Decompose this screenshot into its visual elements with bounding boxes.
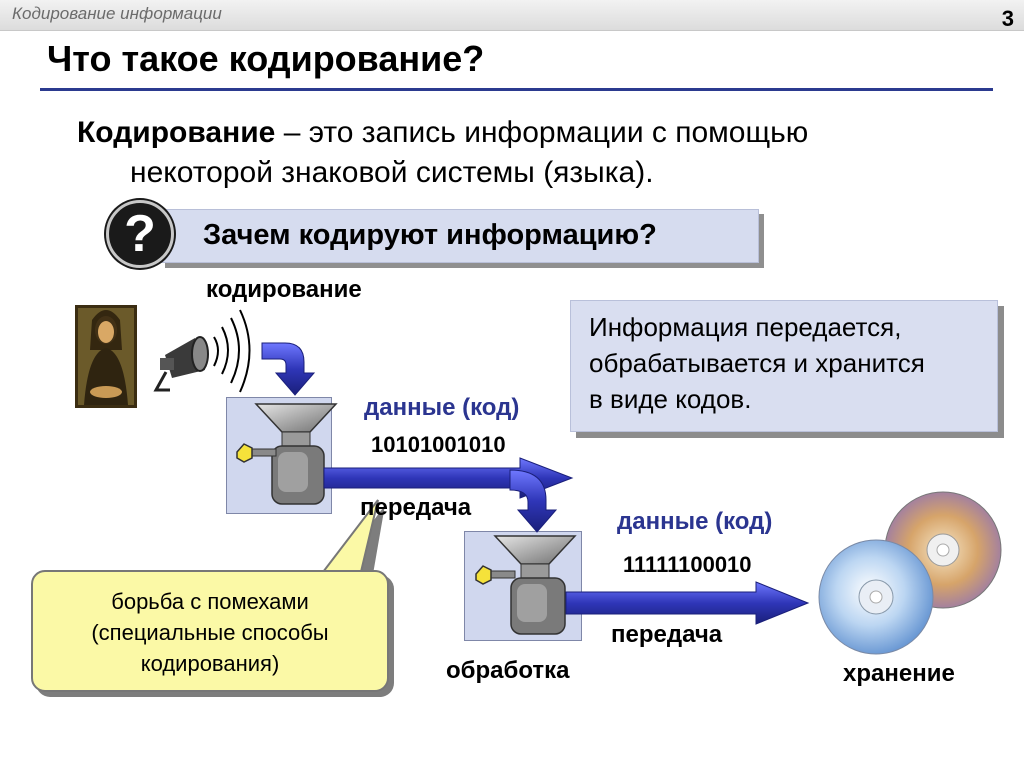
info-box: Информация передается, обрабатывается и … xyxy=(570,300,998,432)
disc-icon xyxy=(819,492,1001,654)
encoder-machine-icon xyxy=(237,404,336,504)
code-value-1: 10101001010 xyxy=(371,432,506,458)
encoding-label: кодирование xyxy=(206,276,362,304)
info-line-3: в виде кодов. xyxy=(589,382,751,416)
transfer-label-1: передача xyxy=(360,494,471,522)
callout-line-2: (специальные способы xyxy=(33,617,387,648)
painting-icon xyxy=(75,305,137,408)
transfer-arrow-2 xyxy=(566,582,808,624)
input-arrow xyxy=(262,343,314,395)
data-label-2: данные (код) xyxy=(617,508,772,536)
callout-line-3: кодирования) xyxy=(33,648,387,679)
loudspeaker-icon xyxy=(156,310,250,392)
callout-line-1: борьба с помехами xyxy=(33,586,387,617)
storage-label: хранение xyxy=(843,660,955,688)
code-value-2: 11111100010 xyxy=(623,552,752,578)
noise-callout: борьба с помехами (специальные способы к… xyxy=(31,570,389,692)
processing-label: обработка xyxy=(446,657,570,685)
info-line-2: обрабатывается и хранится xyxy=(589,346,925,380)
transfer-label-2: передача xyxy=(611,621,722,649)
data-label-1: данные (код) xyxy=(364,394,519,422)
info-line-1: Информация передается, xyxy=(589,310,901,344)
processor-machine-icon xyxy=(476,536,575,634)
